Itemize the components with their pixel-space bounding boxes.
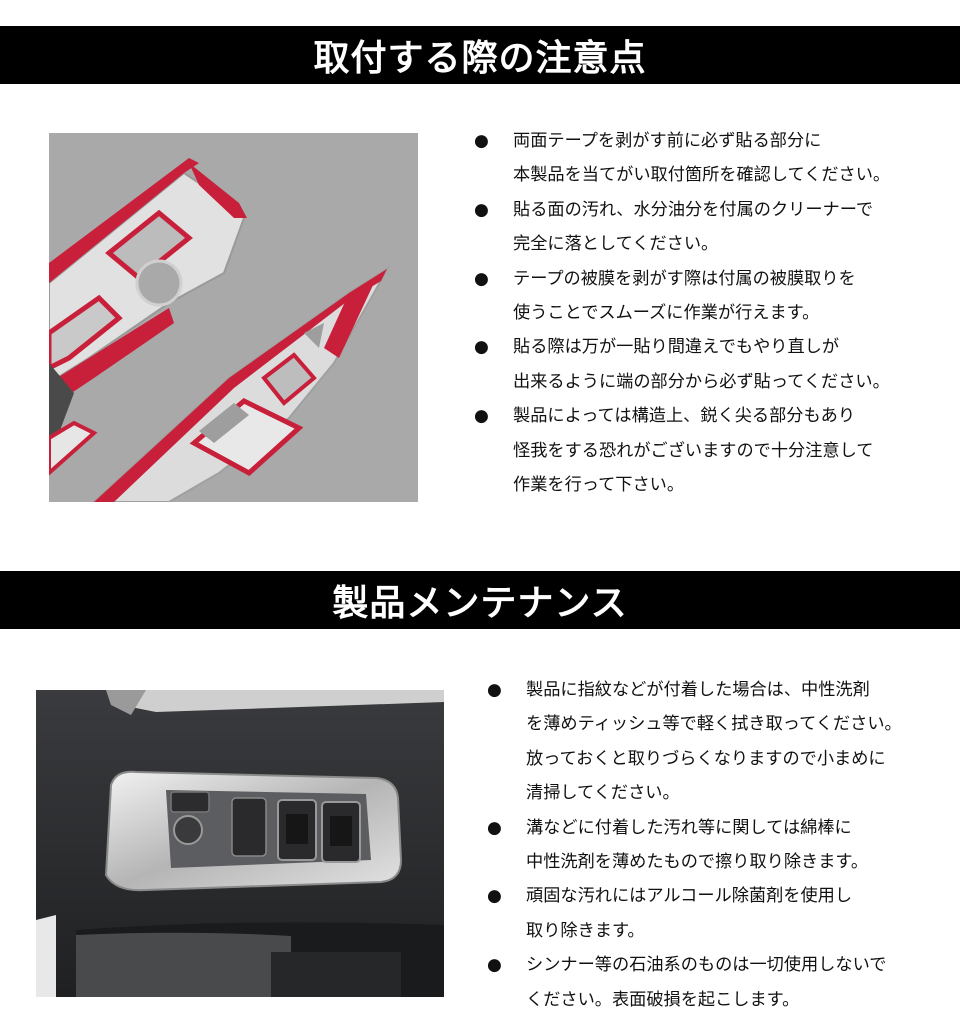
install-note-4-line-2: 出来るように端の部分から必ず貼ってください。 [513, 371, 890, 392]
cover-back-tape-photo [49, 133, 418, 502]
maintenance-note-4-line-2: ください。表面破損を起こします。 [526, 989, 800, 1010]
install-notes-header: 取付する際の注意点 [0, 26, 960, 84]
install-note-2: ● 貼る面の汚れ、水分油分を付属のクリーナーで 完全に落としてください。 [474, 193, 954, 262]
bullet-icon: ● [474, 131, 489, 151]
bullet-icon: ● [474, 199, 489, 220]
install-note-5-line-2: 怪我をする恐れがございますので十分注意して [513, 440, 874, 461]
install-note-2-line-2: 完全に落としてください。 [513, 234, 719, 255]
install-notes-title: 取付する際の注意点 [313, 38, 647, 79]
maintenance-note-2-line-1: 溝などに付着した汚れ等に関しては綿棒に [526, 817, 852, 838]
maintenance-note-3-line-2: 取り除きます。 [526, 920, 645, 941]
maintenance-note-2-line-2: 中性洗剤を薄めたもので擦り取り除きます。 [526, 852, 869, 873]
maintenance-note-4: ● シンナー等の石油系のものは一切使用しないで ください。表面破損を起こします。 [487, 948, 957, 1017]
maintenance-notes-list: ● 製品に指紋などが付着した場合は、中性洗剤 を薄めティッシュ等で軽く拭き取って… [487, 673, 957, 1017]
maintenance-note-2: ● 溝などに付着した汚れ等に関しては綿棒に 中性洗剤を薄めたもので擦り取り除きま… [487, 811, 957, 880]
bullet-icon: ● [487, 955, 502, 976]
cover-back-tape-illustration [49, 158, 390, 502]
install-note-4: ● 貼る際は万が一貼り間違えでもやり直しが 出来るように端の部分から必ず貼ってく… [474, 330, 954, 399]
maintenance-note-1-line-4: 清掃してください。 [526, 783, 680, 804]
install-note-3-line-2: 使うことでスムーズに作業が行えます。 [513, 303, 820, 324]
maintenance-note-1-line-3: 放っておくと取りづらくなりますので小まめに [526, 748, 886, 769]
maintenance-note-1: ● 製品に指紋などが付着した場合は、中性洗剤 を薄めティッシュ等で軽く拭き取って… [487, 673, 957, 811]
bullet-icon: ● [487, 817, 502, 838]
bullet-icon: ● [474, 406, 489, 427]
maintenance-note-1-line-1: 製品に指紋などが付着した場合は、中性洗剤 [526, 680, 870, 700]
maintenance-title: 製品メンテナンス [332, 583, 628, 624]
door-switch-panel-illustration [36, 690, 444, 997]
maintenance-note-1-line-2: を薄めティッシュ等で軽く拭き取ってください。 [526, 714, 902, 735]
install-notes-list: ● 両面テープを剥がす前に必ず貼る部分に 本製品を当てがい取付箇所を確認してくだ… [474, 124, 954, 502]
bullet-icon: ● [487, 886, 502, 907]
bullet-icon: ● [474, 268, 489, 289]
install-note-3: ● テープの被膜を剥がす際は付属の被膜取りを 使うことでスムーズに作業が行えます… [474, 262, 954, 331]
install-note-1-line-2: 本製品を当てがい取付箇所を確認してください。 [513, 165, 891, 186]
install-note-5-line-1: 製品によっては構造上、鋭く尖る部分もあり [513, 406, 856, 427]
install-note-1: ● 両面テープを剥がす前に必ず貼る部分に 本製品を当てがい取付箇所を確認してくだ… [474, 124, 954, 193]
bullet-icon: ● [474, 337, 489, 358]
install-note-1-line-1: 両面テープを剥がす前に必ず貼る部分に [513, 131, 822, 151]
install-note-3-line-1: テープの被膜を剥がす際は付属の被膜取りを [513, 268, 856, 289]
installed-switch-panel-photo [36, 690, 444, 997]
install-note-5-line-3: 作業を行って下さい。 [513, 475, 685, 496]
maintenance-note-4-line-1: シンナー等の石油系のものは一切使用しないで [526, 955, 887, 976]
install-note-4-line-1: 貼る際は万が一貼り間違えでもやり直しが [513, 337, 840, 358]
maintenance-note-3-line-1: 頑固な汚れにはアルコール除菌剤を使用し [526, 886, 853, 907]
bullet-icon: ● [487, 680, 502, 700]
maintenance-header: 製品メンテナンス [0, 571, 960, 629]
install-note-2-line-1: 貼る面の汚れ、水分油分を付属のクリーナーで [513, 199, 874, 220]
install-note-5: ● 製品によっては構造上、鋭く尖る部分もあり 怪我をする恐れがございますので十分… [474, 399, 954, 502]
maintenance-note-3: ● 頑固な汚れにはアルコール除菌剤を使用し 取り除きます。 [487, 879, 957, 948]
